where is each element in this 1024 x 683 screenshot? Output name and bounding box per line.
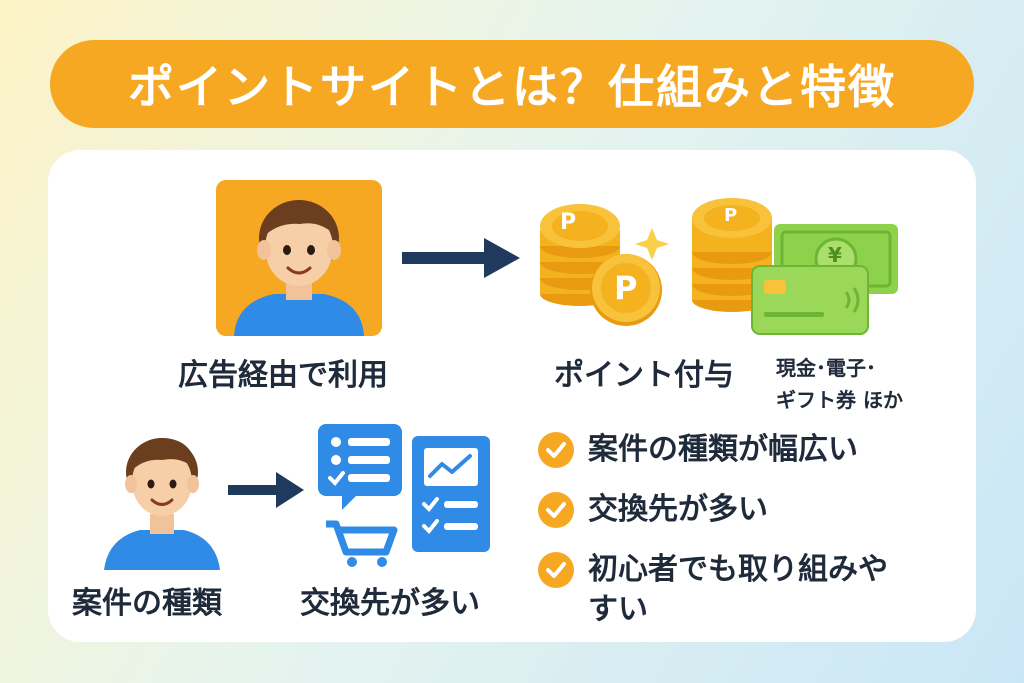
feature-item-1: 案件の種類が幅広い: [538, 430, 958, 470]
title-banner: ポイントサイトとは？仕組みと特徴: [50, 40, 974, 128]
check-icon: [538, 552, 574, 588]
user-avatar-icon: [234, 200, 364, 336]
step-task-types-label: 案件の種類: [72, 586, 222, 621]
arrow-right-icon-2: [228, 472, 304, 508]
coin-stack-icon: [540, 204, 669, 326]
check-icon: [538, 432, 574, 468]
page-title: ポイントサイトとは？仕組みと特徴: [128, 60, 896, 114]
coin-letter-large: P: [614, 269, 638, 307]
exchange-money-icon: [692, 198, 898, 335]
report-checklist-icon: [412, 436, 490, 552]
feature-item-3: 初心者でも取り組みやすい: [538, 550, 898, 630]
coin-letter-2: P: [724, 205, 738, 226]
task-list-cart-icon: [318, 424, 402, 567]
check-icon: [538, 492, 574, 528]
exchange-label-line1: 現金･電子･: [776, 356, 876, 380]
user-avatar-icon-2: [104, 438, 220, 570]
yen-symbol: ¥: [828, 243, 842, 267]
step-ad-usage-label: 広告経由で利用: [178, 358, 388, 393]
step-exchange-label: 交換先が多い: [300, 586, 480, 621]
feature-text: 交換先が多い: [588, 492, 768, 527]
coin-letter: P: [560, 210, 577, 235]
feature-text: 初心者でも取り組みやすい: [588, 552, 888, 627]
feature-text: 案件の種類が幅広い: [588, 432, 858, 467]
feature-item-2: 交換先が多い: [538, 490, 958, 530]
arrow-right-icon: [402, 238, 520, 278]
exchange-label-line2: ギフト券 ほか: [776, 388, 903, 412]
user-avatar-box: [216, 180, 382, 336]
step-points-label: ポイント付与: [554, 358, 734, 393]
